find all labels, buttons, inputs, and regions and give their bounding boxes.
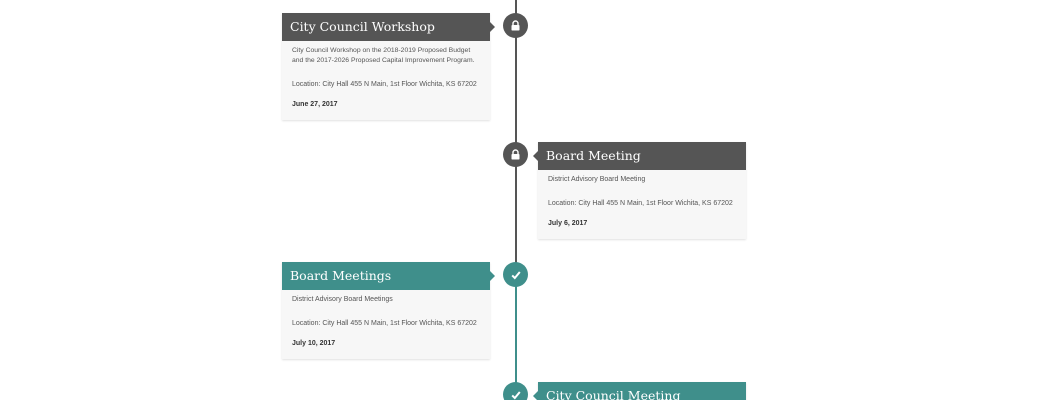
timeline-line-completed bbox=[515, 270, 517, 400]
card-date: June 27, 2017 bbox=[292, 101, 338, 108]
card-title[interactable]: Board Meeting bbox=[533, 142, 746, 170]
check-icon bbox=[503, 382, 528, 400]
card-body: District Advisory Board Meeting Location… bbox=[538, 170, 746, 239]
card-description: District Advisory Board Meeting bbox=[548, 176, 646, 183]
check-icon bbox=[503, 262, 528, 287]
card-date: July 6, 2017 bbox=[548, 220, 588, 227]
card-title[interactable]: City Council Meeting bbox=[533, 382, 746, 400]
lock-icon bbox=[503, 142, 528, 167]
card-body: City Council Workshop on the 2018-2019 P… bbox=[282, 41, 490, 120]
timeline-line bbox=[515, 0, 517, 270]
card-description: City Council Workshop on the 2018-2019 P… bbox=[292, 47, 475, 64]
card-date: July 10, 2017 bbox=[292, 340, 336, 347]
timeline-card-city-council-meeting[interactable]: City Council Meeting bbox=[533, 382, 746, 400]
card-body: District Advisory Board Meetings Locatio… bbox=[282, 290, 490, 359]
card-description: District Advisory Board Meetings bbox=[292, 296, 393, 303]
card-location: Location: City Hall 455 N Main, 1st Floo… bbox=[292, 320, 477, 327]
card-title[interactable]: City Council Workshop bbox=[282, 13, 495, 41]
lock-icon bbox=[503, 13, 528, 38]
timeline-card-board-meeting[interactable]: Board Meeting District Advisory Board Me… bbox=[533, 142, 746, 239]
timeline-card-city-council-workshop[interactable]: City Council Workshop City Council Works… bbox=[282, 13, 495, 120]
card-location: Location: City Hall 455 N Main, 1st Floo… bbox=[548, 200, 733, 207]
timeline-card-board-meetings[interactable]: Board Meetings District Advisory Board M… bbox=[282, 262, 495, 359]
card-location: Location: City Hall 455 N Main, 1st Floo… bbox=[292, 81, 477, 88]
card-title[interactable]: Board Meetings bbox=[282, 262, 495, 290]
